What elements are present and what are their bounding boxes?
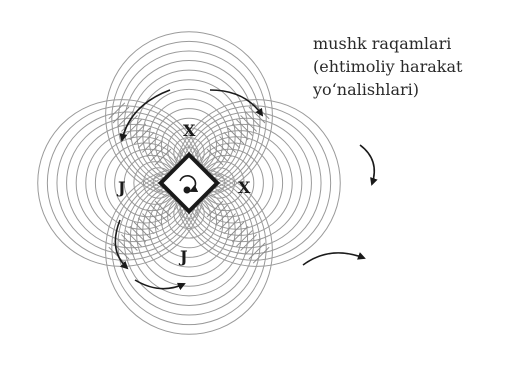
hatch-line: [138, 218, 154, 234]
hatch-line: [224, 132, 240, 148]
label-bottom: J: [178, 247, 188, 266]
center-diamond: [161, 155, 218, 212]
hatch-line: [109, 103, 125, 119]
caption-line-1: mushk raqamlari: [313, 32, 462, 55]
arrow-right-icon: [360, 145, 374, 184]
hatch-line: [224, 218, 240, 234]
caption-line-2: (ehtimoliy harakat: [313, 55, 462, 78]
label-right: X: [238, 178, 251, 197]
arrow-bottom-right-icon: [303, 253, 364, 265]
hatch-line: [253, 103, 269, 119]
hatch-line: [236, 120, 252, 136]
hatch-line: [249, 243, 265, 259]
hatch-line: [253, 247, 269, 263]
hatch-line: [126, 230, 142, 246]
label-top: X: [183, 121, 196, 140]
hatch-line: [138, 132, 154, 148]
hatch-line: [113, 107, 129, 123]
label-left: J: [116, 178, 126, 197]
caption-line-3: yo‘nalishlari): [313, 78, 462, 101]
hatch-line: [236, 230, 252, 246]
center-dot: [184, 187, 191, 194]
hatch-line: [126, 120, 142, 136]
caption: mushk raqamlari (ehtimoliy harakat yo‘na…: [313, 32, 462, 101]
